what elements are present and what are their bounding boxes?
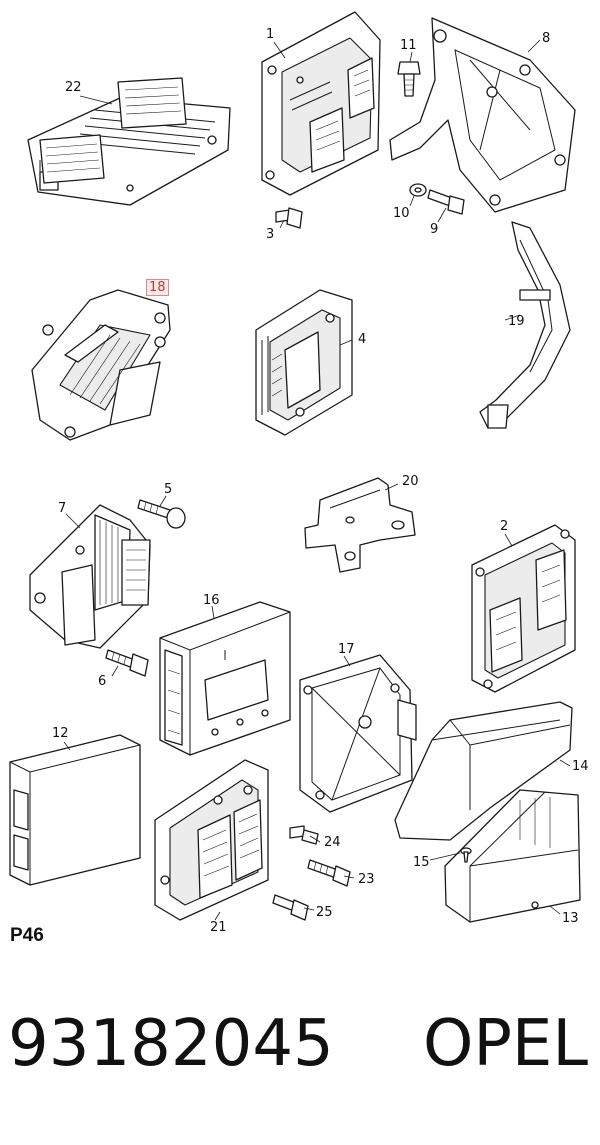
part-label-3[interactable]: 3 <box>266 227 275 242</box>
part-label-17[interactable]: 17 <box>338 642 355 657</box>
part-23-drawing[interactable] <box>307 859 351 887</box>
part-16-drawing[interactable] <box>159 601 291 756</box>
part-label-2[interactable]: 2 <box>500 519 509 534</box>
part-24-drawing[interactable] <box>289 825 319 845</box>
part-9-drawing[interactable] <box>427 189 465 215</box>
part-7-drawing[interactable] <box>29 504 151 649</box>
part-label-5[interactable]: 5 <box>164 482 173 497</box>
part-label-15[interactable]: 15 <box>413 855 430 870</box>
part-label-8[interactable]: 8 <box>542 31 551 46</box>
part-label-18-highlighted[interactable]: 18 <box>146 279 169 296</box>
part-label-19[interactable]: 19 <box>508 314 525 329</box>
brand-name: OPEL <box>422 1007 588 1081</box>
part-17-drawing[interactable] <box>299 654 417 813</box>
leader-lines <box>63 39 571 921</box>
part-13-drawing[interactable] <box>444 789 581 923</box>
part-3-drawing[interactable] <box>275 207 303 229</box>
part-label-6[interactable]: 6 <box>98 674 107 689</box>
part-10-drawing[interactable] <box>409 183 427 197</box>
page-code: P46 <box>10 925 44 946</box>
part-label-24[interactable]: 24 <box>324 835 341 850</box>
part-label-12[interactable]: 12 <box>52 726 69 741</box>
part-label-23[interactable]: 23 <box>358 872 375 887</box>
part-15-drawing[interactable] <box>460 847 472 863</box>
part-number: 93182045 <box>8 1007 334 1081</box>
part-12-drawing[interactable] <box>9 734 141 886</box>
part-8-drawing[interactable] <box>389 17 576 213</box>
part-5-drawing[interactable] <box>137 499 186 529</box>
part-2-drawing[interactable] <box>471 524 576 693</box>
part-25-drawing[interactable] <box>272 894 309 921</box>
part-label-11[interactable]: 11 <box>400 38 417 53</box>
part-label-9[interactable]: 9 <box>430 222 439 237</box>
part-label-25[interactable]: 25 <box>316 905 333 920</box>
part-label-4[interactable]: 4 <box>358 332 367 347</box>
part-label-14[interactable]: 14 <box>572 759 589 774</box>
part-18-drawing[interactable] <box>31 289 171 441</box>
part-label-10[interactable]: 10 <box>393 206 410 221</box>
part-label-20[interactable]: 20 <box>402 474 419 489</box>
part-6-drawing[interactable] <box>105 649 149 677</box>
part-label-16[interactable]: 16 <box>203 593 220 608</box>
part-label-1[interactable]: 1 <box>266 27 275 42</box>
part-1-drawing[interactable] <box>261 11 381 196</box>
part-label-13[interactable]: 13 <box>562 911 579 926</box>
part-label-22[interactable]: 22 <box>65 80 82 95</box>
part-22-drawing[interactable] <box>27 77 231 206</box>
part-20-drawing[interactable] <box>304 477 416 573</box>
part-14-drawing[interactable] <box>394 701 573 841</box>
part-19-drawing[interactable] <box>479 221 571 429</box>
part-4-drawing[interactable] <box>255 289 353 436</box>
exploded-parts-diagram <box>9 11 581 923</box>
part-label-21[interactable]: 21 <box>210 920 227 935</box>
part-11-drawing[interactable] <box>397 61 421 97</box>
part-21-drawing[interactable] <box>154 759 269 921</box>
part-label-7[interactable]: 7 <box>58 501 67 516</box>
